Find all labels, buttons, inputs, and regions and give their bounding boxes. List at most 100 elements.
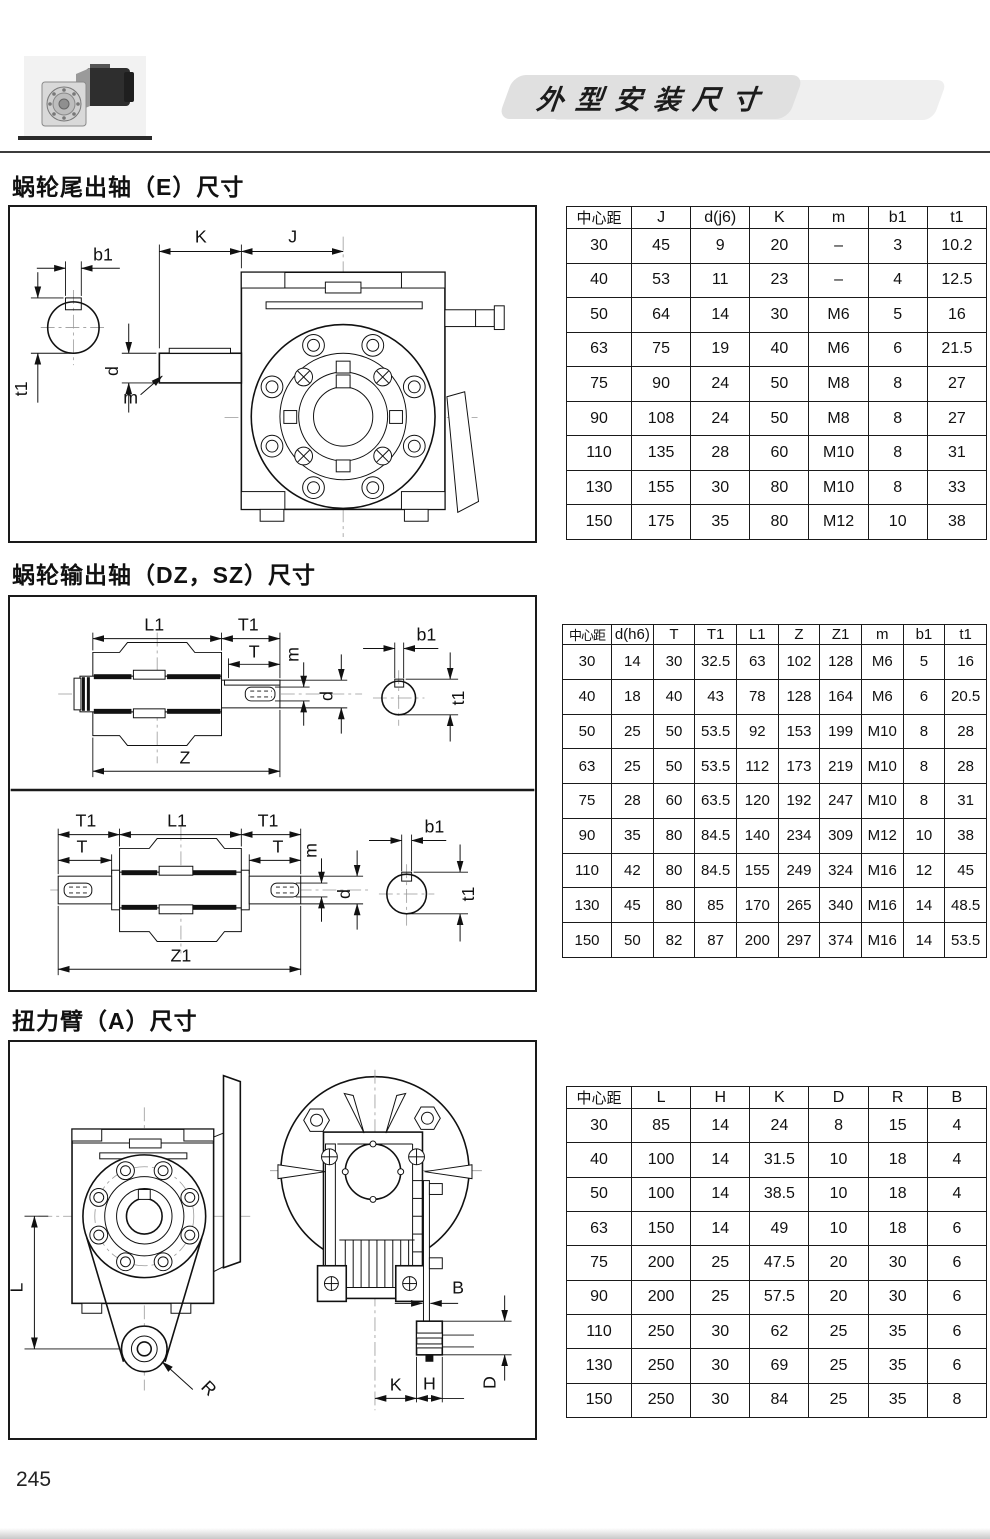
dim-label-L: L bbox=[10, 1282, 27, 1292]
table-cell: 102 bbox=[777, 644, 821, 680]
table-cell: 140 bbox=[735, 817, 779, 854]
table-cell: M12 bbox=[808, 504, 869, 540]
dim-label-Z: Z bbox=[179, 747, 190, 767]
table-cell: 84 bbox=[749, 1382, 810, 1419]
table-cell: M6 bbox=[860, 644, 904, 680]
table-cell: 30 bbox=[652, 644, 696, 680]
dim-label-H: H bbox=[423, 1373, 436, 1393]
dimensions-sz: T1 L1 T1 T T m d bbox=[57, 811, 364, 976]
screw-marks bbox=[294, 367, 393, 466]
table-cell: 45 bbox=[611, 887, 654, 924]
table-header-cell: T1 bbox=[694, 624, 737, 645]
table-cell: 50 bbox=[749, 366, 810, 402]
table-cell: 92 bbox=[735, 713, 779, 750]
table-cell: 30 bbox=[749, 297, 810, 333]
table-cell: 28 bbox=[611, 783, 654, 819]
table-cell: 110 bbox=[566, 435, 632, 471]
table-cell: 27 bbox=[926, 400, 988, 437]
drawing-worm-tail-shaft-e: K J b1 t1 d m bbox=[11, 227, 505, 538]
table-cell: – bbox=[808, 228, 869, 264]
table-cell: 192 bbox=[777, 783, 821, 819]
table-cell: 309 bbox=[819, 817, 862, 854]
table-cell: 14 bbox=[902, 922, 946, 958]
table-cell: 4 bbox=[867, 262, 928, 299]
table-header-cell: B bbox=[926, 1086, 988, 1109]
table-cell: 45 bbox=[944, 852, 987, 889]
table-cell: 90 bbox=[566, 1279, 632, 1315]
table-cell: 45 bbox=[630, 228, 692, 264]
table-cell: 120 bbox=[735, 783, 779, 819]
dz-shaft-end-view: b1 t1 bbox=[363, 625, 468, 742]
table-header-cell: J bbox=[630, 206, 692, 229]
table-cell: 63 bbox=[735, 644, 779, 680]
logo-underline bbox=[18, 136, 152, 140]
table-cell: 60 bbox=[652, 783, 696, 819]
table-cell: 18 bbox=[867, 1210, 928, 1247]
header-banner: 外型安装尺寸 bbox=[497, 75, 805, 119]
table-cell: 50 bbox=[566, 1176, 632, 1212]
table-header-cell: K bbox=[749, 1086, 810, 1109]
page-bottom-edge bbox=[0, 1528, 990, 1539]
table-cell: 153 bbox=[777, 713, 821, 750]
dim-label-L1: L1 bbox=[144, 615, 164, 635]
table-cell: M16 bbox=[860, 852, 904, 889]
table-cell: 90 bbox=[562, 817, 612, 854]
dim-label-b1: b1 bbox=[417, 625, 437, 645]
table-cell: 21.5 bbox=[926, 331, 988, 368]
table-cell: 53 bbox=[630, 262, 692, 299]
table-header-cell: d(j6) bbox=[690, 206, 751, 229]
table-cell: 40 bbox=[652, 678, 696, 715]
table-cell: 16 bbox=[944, 644, 987, 680]
dim-label-T1-left: T1 bbox=[76, 811, 97, 831]
table-cell: 75 bbox=[630, 331, 692, 368]
table-header-cell: t1 bbox=[944, 624, 987, 645]
dim-label-Z1: Z1 bbox=[171, 945, 192, 965]
table-cell: 63 bbox=[566, 1210, 632, 1247]
table-cell: 150 bbox=[566, 1382, 632, 1419]
motor-flange-plate bbox=[222, 1074, 242, 1269]
dimensions-dz: L1 T1 T m d Z bbox=[92, 615, 348, 778]
bore-keyway bbox=[137, 1189, 151, 1200]
drawing-box-e: K J b1 t1 d m bbox=[8, 205, 537, 543]
table-cell: 24 bbox=[749, 1107, 810, 1144]
page-title: 外型安装尺寸 bbox=[533, 84, 779, 115]
table-header-cell: L1 bbox=[735, 624, 779, 645]
table-cell: 27 bbox=[926, 366, 988, 402]
table-cell: 10 bbox=[808, 1210, 869, 1247]
table-cell: 49 bbox=[749, 1210, 810, 1247]
table-cell: 85 bbox=[694, 887, 737, 924]
dim-label-T-right: T bbox=[273, 836, 284, 856]
table-cell: 15 bbox=[867, 1107, 928, 1144]
dim-label-T1: T1 bbox=[238, 615, 259, 635]
table-cell: 14 bbox=[690, 1107, 751, 1144]
table-cell: 20.5 bbox=[944, 678, 987, 715]
table-header-cell: m bbox=[860, 624, 904, 645]
table-cell: 10 bbox=[902, 817, 946, 854]
table-cell: 247 bbox=[819, 783, 862, 819]
table-cell: M10 bbox=[860, 748, 904, 785]
flange-circle bbox=[250, 323, 436, 510]
table-cell: 374 bbox=[819, 922, 862, 958]
shaft-end-view bbox=[46, 297, 100, 355]
table-cell: 23 bbox=[749, 262, 810, 299]
table-cell: 170 bbox=[735, 887, 779, 924]
table-cell: 75 bbox=[566, 1245, 632, 1281]
dimensions-a: B D K H bbox=[374, 1277, 512, 1403]
table-cell: M12 bbox=[860, 817, 904, 854]
table-header-cell: R bbox=[867, 1086, 928, 1109]
table-cell: 53.5 bbox=[694, 713, 737, 750]
table-cell: 90 bbox=[566, 400, 632, 437]
table-cell: 53.5 bbox=[944, 922, 987, 958]
drawing-box-a: L R bbox=[8, 1040, 537, 1440]
table-cell: 75 bbox=[566, 366, 632, 402]
sz-shaft-end-view: b1 t1 bbox=[369, 817, 478, 942]
table-cell: 30 bbox=[566, 1107, 632, 1144]
table-cell: 8 bbox=[902, 748, 946, 785]
